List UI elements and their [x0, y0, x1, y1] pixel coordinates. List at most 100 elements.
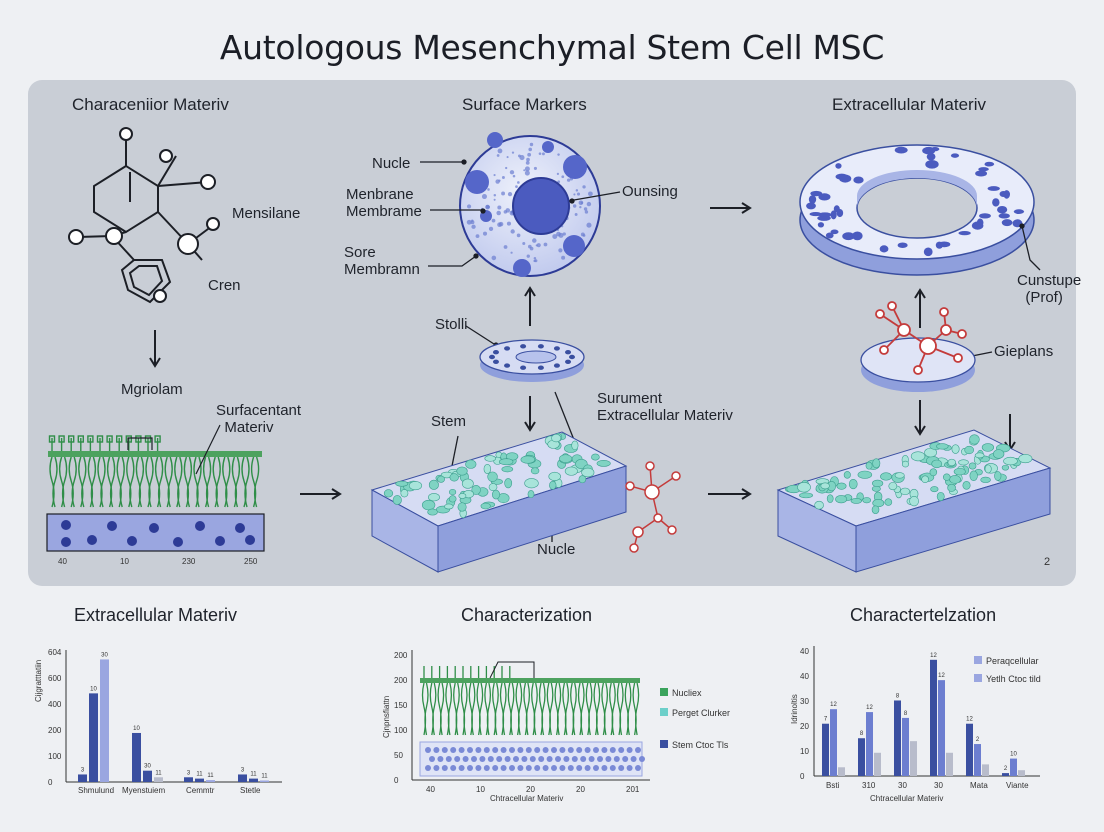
chart3-ytick: 30	[800, 697, 809, 706]
chart1-bar-label: 10	[133, 726, 140, 732]
chart3-bar-label: 8	[860, 731, 864, 737]
chart3-bar	[894, 700, 901, 776]
chart3-ylabel: Idrinoltis	[790, 694, 799, 724]
chart2-ytick: 0	[394, 776, 399, 785]
chart2-ytick: 200	[394, 676, 408, 685]
chart3-ytick: 40	[800, 672, 809, 681]
chart1-cat-0: Shmulund	[78, 786, 115, 795]
chart1-bar-label: 3	[241, 767, 245, 773]
chart2-title: Characterization	[461, 605, 593, 625]
label-mensilane: Mensilane	[232, 205, 301, 222]
extracellular-torus	[799, 144, 1035, 276]
small-cell-col2	[479, 339, 585, 382]
chart3-category: Viante	[1006, 781, 1029, 790]
label-surument: Surument Extracellular Materiv	[597, 390, 733, 424]
chart1-bar	[89, 693, 98, 782]
chart1-bar-label: 30	[101, 652, 108, 658]
chart1-ytick: 600	[48, 674, 62, 683]
chart3-bar	[830, 709, 837, 776]
chart3-bar	[874, 752, 881, 776]
chart1-bar-label: 11	[250, 772, 257, 778]
chart3-bar-label: 10	[1010, 752, 1017, 758]
col1-title: Characeniior Materiv	[72, 95, 229, 114]
chart3-bar	[982, 764, 989, 776]
chart3-bar-label: 8	[896, 693, 900, 699]
chart1-ytick: 400	[48, 700, 62, 709]
cell-dots-col1	[61, 520, 255, 547]
stem-cell-sphere	[459, 132, 601, 277]
chart3-bar	[974, 744, 981, 776]
chart1-ytick: 0	[48, 778, 53, 787]
chart1-bar-label: 3	[81, 767, 85, 773]
page-title: Autologous Mesenchymal Stem Cell MSC	[219, 28, 885, 67]
arrows-horizontal	[300, 202, 752, 500]
chart3-xlabel: Chtracellular Materiv	[870, 794, 944, 803]
scaffold-slab-col2	[370, 431, 628, 573]
chart1-ytick: 604	[48, 648, 62, 657]
chart2-xtick: 201	[626, 785, 640, 794]
label-nucle-top: Nucle	[372, 155, 411, 172]
chart3-title: Charactertelzation	[850, 605, 997, 625]
chart2-ytick: 150	[394, 701, 408, 710]
chart2-legend-0: Nucliex	[660, 688, 702, 698]
chart3-bar-label: 12	[938, 673, 945, 679]
label-nucle-bottom: Nucle	[537, 541, 576, 558]
chart2-xlabel: Chtracellular Materiv	[490, 794, 564, 803]
chart3-bar-label: 12	[866, 705, 873, 711]
lipid-membrane-col1	[48, 424, 262, 508]
small-cell-col3	[860, 337, 976, 392]
chart2-ytick: 50	[394, 751, 403, 760]
chart2	[411, 650, 650, 781]
chart3-ytick: 0	[800, 772, 805, 781]
red-molecule-col3	[875, 301, 967, 375]
label-sore: Sore Membramn	[344, 244, 420, 278]
arrows-col2	[524, 286, 536, 432]
chart3-category: Mata	[970, 781, 988, 790]
chart2-xtick: 20	[526, 785, 535, 794]
chart2-legend-2: Stem Ctoc Tls	[660, 740, 728, 750]
chart3-bar	[1002, 773, 1009, 776]
chart3-bar	[1010, 758, 1017, 776]
chart1-bar	[154, 777, 163, 782]
chart3-bar	[838, 767, 845, 776]
tick-col1-2: 230	[182, 557, 196, 566]
chart2-ytick: 100	[394, 726, 408, 735]
chart1-bar-label: 11	[196, 772, 203, 778]
chart3-bar-label: 12	[966, 717, 973, 723]
chart3-legend-0: Peraqcellular	[974, 656, 1039, 666]
label-gieplans: Gieplans	[994, 343, 1054, 360]
chart1-ytick: 100	[48, 752, 62, 761]
label-mgriolam: Mgriolam	[121, 381, 183, 398]
label-ounsing: Ounsing	[622, 183, 678, 200]
chart2-ytick: 200	[394, 651, 408, 660]
chart3-bar-label: 12	[930, 653, 937, 659]
chart3-bar	[946, 752, 953, 776]
chart3-bar-label: 7	[824, 717, 828, 723]
chart2-xtick: 10	[476, 785, 485, 794]
chart1-ylabel: Cijgratttatiin	[34, 659, 43, 702]
chart2-xtick: 20	[576, 785, 585, 794]
chart3-bar-label: 2	[976, 737, 980, 743]
chart3-bar	[966, 723, 973, 776]
chart3-category: 30	[898, 781, 907, 790]
chart1-bar-label: 11	[207, 773, 214, 779]
chart3-ytick: 20	[800, 722, 809, 731]
chart1-cat-3: Stetle	[240, 786, 261, 795]
chart2-ylabel: Cjnpnsfiattn	[382, 695, 391, 738]
chart3-category: Bsti	[826, 781, 840, 790]
chart1-ytick: 200	[48, 726, 62, 735]
chart1-bar	[260, 780, 269, 782]
label-stolli: Stolli	[435, 316, 468, 333]
chart1-bar-label: 11	[261, 773, 268, 779]
tick-col1-3: 250	[244, 557, 258, 566]
chart1-bar-label: 11	[155, 770, 162, 776]
chart3-ytick: 10	[800, 747, 809, 756]
page-number: 2	[1044, 556, 1051, 568]
chart2-xtick: 40	[426, 785, 435, 794]
chart3-legend-1: Yetlh Ctoc tild	[974, 674, 1041, 684]
tick-col1-0: 40	[58, 557, 67, 566]
chart1-bar	[132, 732, 141, 782]
